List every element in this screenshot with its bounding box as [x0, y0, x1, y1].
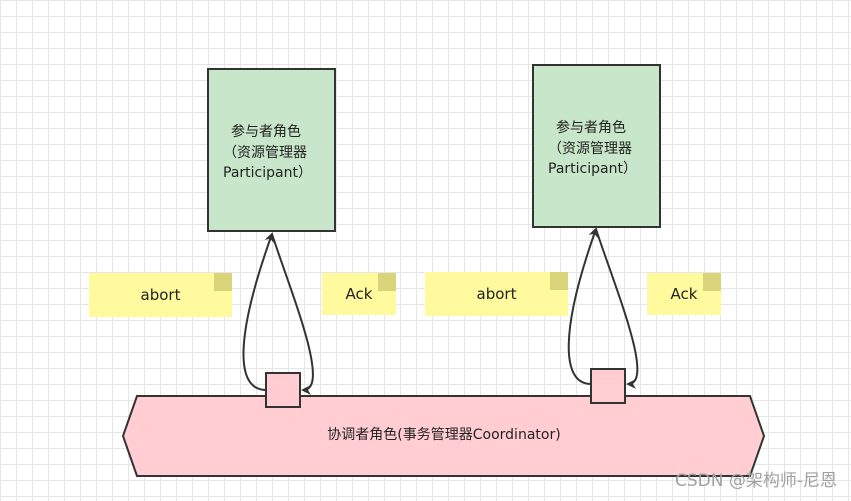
note-ack-right-text: Ack — [670, 285, 698, 303]
ack-arrow-left[interactable] — [271, 233, 314, 395]
coordinator-shape[interactable] — [121, 395, 766, 477]
note-fold-icon — [703, 273, 721, 291]
ack-arrow-right[interactable] — [595, 228, 639, 389]
participant-left-line1: 参与者角色 — [231, 124, 301, 140]
port-right[interactable] — [590, 368, 626, 404]
note-abort-left-text: abort — [140, 286, 181, 304]
participant-left-line3: Participant） — [223, 165, 312, 181]
participant-right-line1: 参与者角色 — [556, 120, 626, 136]
abort-arrow-right[interactable] — [567, 227, 599, 385]
port-left[interactable] — [265, 372, 301, 408]
note-ack-left-text: Ack — [345, 285, 373, 303]
note-fold-icon — [378, 273, 396, 291]
coordinator-label: 协调者角色(事务管理器Coordinator) — [327, 427, 561, 443]
participant-box-left[interactable]: 参与者角色 （资源管理器 Participant） — [207, 68, 336, 232]
note-abort-left[interactable]: abort — [89, 273, 232, 317]
participant-box-right[interactable]: 参与者角色 （资源管理器 Participant） — [532, 64, 661, 228]
abort-arrow-left[interactable] — [242, 232, 275, 391]
note-ack-right[interactable]: Ack — [647, 273, 721, 315]
participant-right-line2: （资源管理器 — [548, 141, 632, 157]
watermark: CSDN @架构师-尼恩 — [674, 471, 837, 491]
participant-left-line2: （资源管理器 — [223, 145, 307, 161]
note-abort-right-text: abort — [476, 285, 517, 303]
participant-right-line3: Participant） — [548, 161, 637, 177]
note-fold-icon — [550, 272, 568, 290]
note-fold-icon — [214, 273, 232, 291]
note-ack-left[interactable]: Ack — [322, 273, 396, 315]
note-abort-right[interactable]: abort — [425, 272, 568, 316]
